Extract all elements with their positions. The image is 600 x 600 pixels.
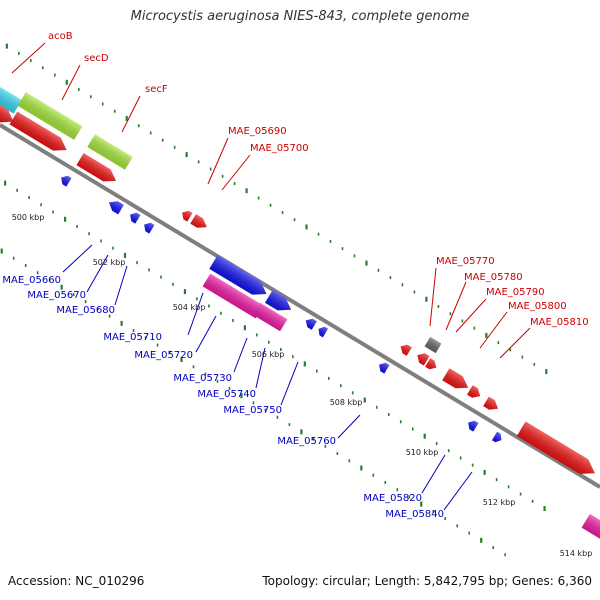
- gene-feature: [379, 362, 390, 374]
- gene-feature: [581, 513, 600, 541]
- scale-label: 514 kbp: [560, 549, 593, 558]
- gene-label-lower: MAE_05740: [197, 389, 256, 400]
- scale-label: 506 kbp: [252, 350, 285, 359]
- gene-label-lower: MAE_05820: [363, 493, 422, 504]
- scale-label: 508 kbp: [330, 398, 363, 407]
- gene-feature: [190, 214, 207, 228]
- gene-acoB: [0, 76, 22, 114]
- genome-backbone: [0, 123, 600, 489]
- gene-label-upper: MAE_05800: [508, 301, 567, 312]
- gene-label-upper: secD: [84, 53, 109, 64]
- leader-line: [187, 292, 204, 336]
- gene-label-lower: MAE_05660: [2, 275, 61, 286]
- leader-line: [479, 311, 508, 349]
- gene-label-upper: MAE_05780: [464, 272, 523, 283]
- leader-line: [62, 244, 93, 273]
- leader-line: [207, 137, 229, 185]
- gene-feature: [202, 273, 264, 319]
- backbone-line: [0, 123, 600, 489]
- gene-feature: [264, 289, 292, 311]
- gene-feature: [400, 344, 412, 356]
- gene-feature: [467, 385, 481, 398]
- gene-feature: [130, 212, 141, 224]
- gene-feature: [318, 326, 329, 338]
- gene-feature: [424, 336, 442, 354]
- leader-line: [337, 414, 361, 439]
- leader-line: [86, 254, 109, 293]
- leader-line: [443, 471, 473, 511]
- gene-feature: [305, 318, 317, 330]
- gene-feature: [516, 421, 595, 474]
- gene-features: [0, 76, 600, 541]
- scale-label: 504 kbp: [173, 303, 206, 312]
- gene-feature: [483, 396, 498, 410]
- leader-line: [280, 361, 299, 406]
- gene-label-upper: MAE_05700: [250, 143, 309, 154]
- gene-feature: [182, 210, 193, 222]
- scale-label: 500 kbp: [12, 213, 45, 222]
- gene-feature: [425, 358, 437, 370]
- gene-feature: [76, 153, 116, 182]
- gene-feature: [491, 431, 502, 443]
- scale-label: 510 kbp: [406, 448, 439, 457]
- leader-line: [233, 337, 248, 373]
- gene-feature: [417, 353, 430, 366]
- gene-feature: [109, 201, 124, 215]
- gene-label-upper: secF: [145, 84, 168, 95]
- leader-line: [114, 265, 128, 306]
- scale-label: 512 kbp: [483, 498, 516, 507]
- gene-label-lower: MAE_05760: [277, 436, 336, 447]
- gene-feature: [144, 222, 155, 234]
- gene-label-upper: MAE_05810: [530, 317, 589, 328]
- gene-label-lower: MAE_05750: [223, 405, 282, 416]
- leader-line: [11, 42, 46, 74]
- gene-label-upper: MAE_05690: [228, 126, 287, 137]
- tick-marks: [0, 43, 548, 557]
- gene-feature: [252, 302, 288, 332]
- gene-feature: [61, 175, 72, 187]
- gene-feature: [468, 420, 479, 432]
- leader-line: [499, 327, 531, 359]
- gene-label-upper: MAE_05790: [486, 287, 545, 298]
- leader-line: [121, 95, 141, 133]
- leader-line: [61, 64, 81, 101]
- accession-text: Accession: NC_010296: [8, 574, 145, 588]
- gene-feature: [9, 111, 67, 151]
- labels: acoB secD secF MAE_05690MAE_05700MAE_05770M…: [2, 31, 592, 558]
- gene-label-lower: MAE_05840: [385, 509, 444, 520]
- genome-summary-text: Topology: circular; Length: 5,842,795 bp…: [262, 574, 592, 588]
- gene-label-lower: MAE_05710: [103, 332, 162, 343]
- leader-line: [421, 454, 446, 494]
- gene-secF: [87, 134, 133, 170]
- leader-line: [445, 281, 467, 331]
- gene-feature: [209, 255, 267, 295]
- gene-feature: [442, 368, 469, 389]
- map-title: Microcystis aeruginosa NIES-843, complet…: [130, 9, 470, 24]
- leader-line: [429, 267, 437, 327]
- gene-label-lower: MAE_05730: [173, 373, 232, 384]
- leader-line: [455, 298, 487, 333]
- gene-label-lower: MAE_05680: [56, 305, 115, 316]
- gene-label-upper: acoB: [48, 31, 73, 42]
- leader-line: [255, 347, 266, 389]
- gene-feature: [0, 103, 14, 123]
- gene-label-upper: MAE_05770: [436, 256, 495, 267]
- gene-label-lower: MAE_05670: [27, 290, 86, 301]
- leader-line: [221, 154, 251, 191]
- gene-secD: [17, 92, 83, 140]
- label-leaders: [11, 42, 531, 511]
- gene-label-lower: MAE_05720: [134, 350, 193, 361]
- scale-label: 502 kbp: [93, 258, 126, 267]
- leader-line: [195, 315, 217, 353]
